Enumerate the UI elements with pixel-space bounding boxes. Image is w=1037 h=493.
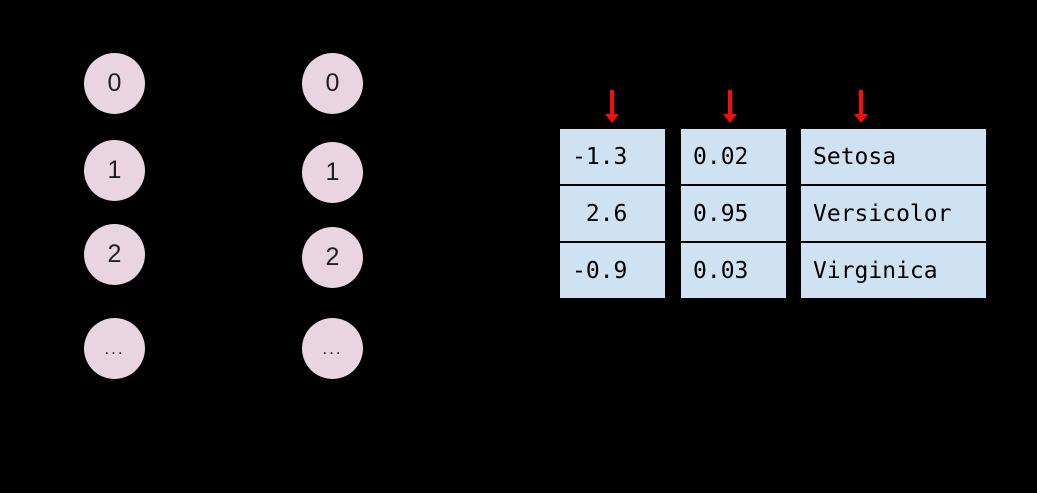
table-cell: Virginica	[813, 257, 938, 284]
table-cell: 0.03	[693, 257, 749, 284]
down-arrow-icon	[854, 90, 868, 123]
node-right-1: 1	[302, 142, 363, 203]
node-right-2: 2	[302, 227, 363, 288]
table-cell: Setosa	[801, 129, 986, 186]
probabilities-table: 0.02 0.95 0.03	[679, 127, 788, 300]
table-cell: -0.9	[572, 257, 628, 284]
table-cell: 0.95	[681, 186, 786, 243]
down-arrow-icon	[605, 90, 619, 123]
arrow-head	[605, 114, 619, 123]
node-right-0: 0	[302, 53, 363, 114]
table-cell: -1.3	[560, 129, 665, 186]
arrow-shaft	[859, 90, 863, 114]
node-left-0: 0	[84, 53, 145, 114]
down-arrow-icon	[723, 90, 737, 123]
arrow-shaft	[728, 90, 732, 114]
node-left-1: 1	[84, 140, 145, 201]
table-cell: Versicolor	[801, 186, 986, 243]
table-cell: 2.6	[560, 186, 665, 243]
node-right-ellipsis: ...	[302, 318, 363, 379]
arrow-shaft	[610, 90, 614, 114]
logits-table: -1.3 2.6 -0.9	[558, 127, 667, 300]
table-cell: 0.02	[681, 129, 786, 186]
node-left-2: 2	[84, 224, 145, 285]
node-left-ellipsis: ...	[84, 318, 145, 379]
classes-table: Setosa Versicolor Virginica	[799, 127, 988, 300]
arrow-head	[723, 114, 737, 123]
arrow-head	[854, 114, 868, 123]
